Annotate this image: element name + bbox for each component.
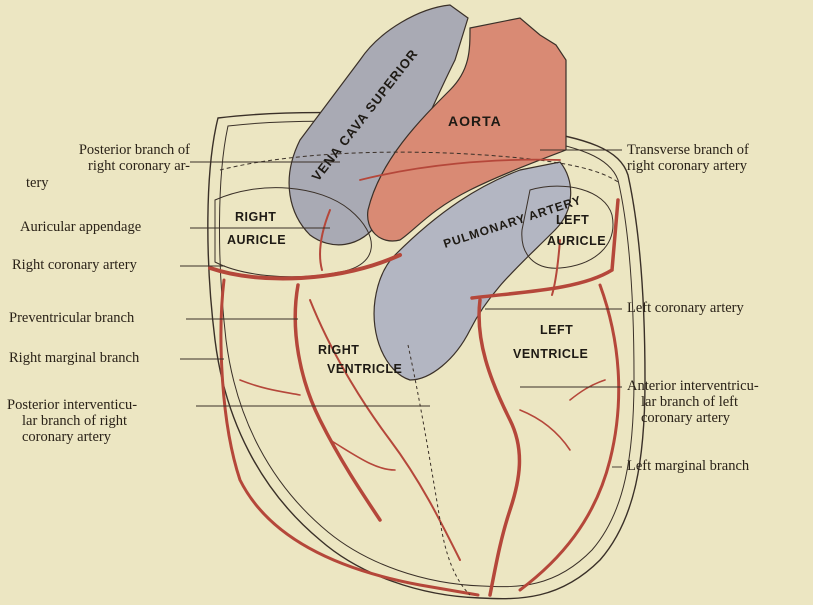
right-ventricle-label-1: RIGHT — [318, 343, 359, 358]
label-posterior-branch-2: right coronary ar- — [88, 159, 190, 174]
aorta-label: AORTA — [448, 113, 502, 129]
right-auricle-label-2: AURICLE — [227, 233, 286, 248]
label-anterior-interventricular-3: coronary artery — [641, 411, 730, 426]
left-ventricle-label-2: VENTRICLE — [513, 347, 588, 362]
label-posterior-branch-3: tery — [26, 176, 49, 191]
label-auricular-appendage: Auricular appendage — [20, 220, 141, 235]
left-ventricle-label-1: LEFT — [540, 323, 573, 338]
label-left-coronary-artery: Left coronary artery — [627, 301, 744, 316]
right-auricle-label-1: RIGHT — [235, 210, 276, 225]
left-auricle-label-2: AURICLE — [547, 234, 606, 249]
ventricle-twig-1 — [240, 380, 300, 395]
label-posterior-interventricular-1: Posterior interventicu- — [7, 398, 137, 413]
label-right-marginal-branch: Right marginal branch — [9, 351, 139, 366]
preventricular-branch-path — [295, 285, 380, 520]
left-auricle-label-1: LEFT — [556, 213, 589, 228]
label-anterior-interventricular-1: Anterior interventricu- — [627, 379, 759, 394]
label-posterior-interventricular-2: lar branch of right — [22, 414, 127, 429]
right-coronary-artery-path — [210, 255, 400, 279]
interventricular-sulcus — [408, 345, 470, 595]
label-left-marginal-branch: Left marginal branch — [627, 459, 749, 474]
label-right-coronary-artery: Right coronary artery — [12, 258, 137, 273]
right-ventricle-label-2: VENTRICLE — [327, 362, 402, 377]
label-posterior-interventricular-3: coronary artery — [22, 430, 111, 445]
label-transverse-branch-1: Transverse branch of — [627, 143, 749, 158]
anterior-interventricular-path — [479, 300, 519, 595]
label-anterior-interventricular-2: lar branch of left — [641, 395, 738, 410]
label-preventricular-branch: Preventricular branch — [9, 311, 134, 326]
label-transverse-branch-2: right coronary artery — [627, 159, 747, 174]
ventricle-twig-4 — [570, 380, 605, 400]
ventricle-twig-3 — [520, 410, 570, 450]
label-posterior-branch-1: Posterior branch of — [79, 143, 190, 158]
